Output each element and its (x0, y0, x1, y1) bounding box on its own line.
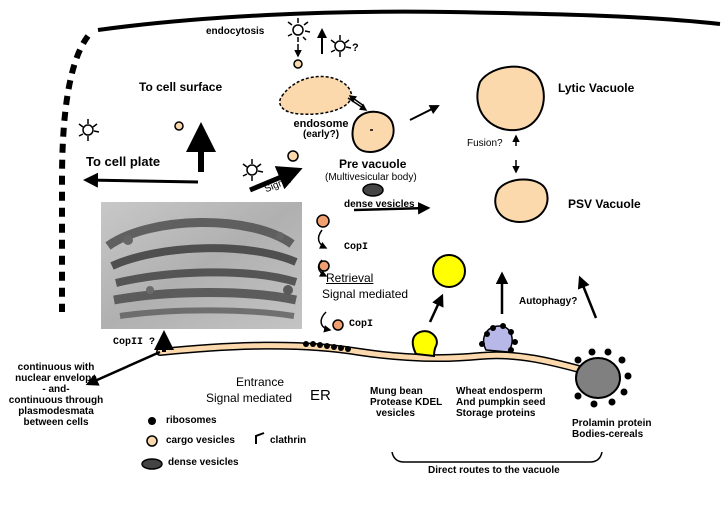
copi-vesicle-1 (316, 214, 330, 228)
direct-routes-bracket (391, 451, 603, 463)
arrow-dense-psv (353, 202, 431, 215)
copi-vesicle-3 (332, 319, 344, 331)
legend-cargo-vesicles: cargo vesicles (166, 435, 235, 446)
label-fusion: Fusion? (467, 138, 503, 149)
label-continuous-1: continuous with (17, 362, 95, 373)
legend-ribosome-icon (148, 417, 156, 425)
label-multivesicular-body: (Multivesicular body) (325, 172, 417, 183)
clathrin-vesicle-right (330, 35, 352, 57)
label-retrieval-signal: Signal mediated (322, 287, 409, 301)
label-copi-top: CopI (344, 242, 369, 253)
er-ribosomes (303, 341, 351, 352)
cargo-vesicle-signal (287, 150, 299, 162)
legend-cargo-icon (146, 435, 158, 447)
label-wheat-1: Wheat endosperm (456, 386, 543, 397)
label-prolamin-block: Prolamin protein Bodies-cereals (572, 418, 651, 440)
mungbean-bud (411, 330, 438, 358)
label-entrance-signal: Signal mediated (206, 391, 293, 405)
arrow-signal (249, 166, 303, 193)
arrow-continuous (85, 350, 161, 386)
label-retrieval: Retrieval (326, 271, 374, 285)
legend-dense-icon (141, 458, 163, 470)
legend-clathrin: clathrin (270, 435, 307, 446)
prolamin-body (574, 348, 632, 408)
endosome-shape (279, 75, 353, 115)
label-wheat-2: And pumpkin seed (456, 397, 546, 408)
label-endosome-early: (early?) (302, 129, 340, 140)
clathrin-vesicle-signal (242, 159, 264, 181)
clathrin-vesicle-top (287, 18, 311, 42)
label-continuous-5: plasmodesmata (18, 406, 94, 417)
label-continuous-block: continuous with nuclear envelope - and- … (6, 362, 106, 428)
golgi-micrograph (101, 202, 302, 329)
psv-vacuole-shape (494, 178, 549, 224)
cargo-vesicle-endocytosis (293, 59, 303, 69)
plasma-membrane (97, 9, 721, 32)
label-prolamin-1: Prolamin protein (572, 418, 652, 429)
label-entrance: Entrance (235, 375, 285, 389)
pre-vacuole-shape (351, 110, 395, 154)
label-dense-vesicles: dense vesicles (344, 199, 415, 210)
label-mungbean-block: Mung bean Protease KDEL vesicles (370, 386, 442, 419)
cell-plate-dashed (59, 34, 91, 312)
yellow-vesicle (432, 254, 466, 288)
arrow-endosome-prevac-a (347, 97, 368, 111)
legend-clathrin-icon (255, 432, 265, 444)
label-to-cell-plate: To cell plate (86, 154, 161, 169)
label-mungbean-1: Mung bean (370, 386, 423, 397)
label-copi-bottom: CopI (349, 319, 374, 330)
label-direct-routes: Direct routes to the vacuole (428, 465, 560, 476)
dense-vesicle (362, 183, 384, 197)
label-continuous-4: continuous through (8, 395, 104, 406)
label-psv-vacuole: PSV Vacuole (568, 197, 641, 211)
clathrin-vesicle-left (78, 119, 100, 141)
label-endosome: endosome (293, 118, 349, 130)
legend-dense-vesicles: dense vesicles (168, 457, 239, 468)
arrow-autophagy (577, 275, 598, 319)
label-to-cell-surface: To cell surface (139, 80, 223, 94)
arrow-copi-2 (317, 259, 328, 277)
cargo-vesicle-surface (174, 121, 184, 131)
arrow-copi-1 (317, 229, 328, 249)
label-continuous-2: nuclear envelope (15, 373, 97, 384)
label-question-mark: ? (352, 42, 359, 54)
label-autophagy: Autophagy? (519, 296, 578, 307)
label-mungbean-2: Protease KDEL (370, 397, 443, 408)
lytic-vacuole-shape (476, 65, 545, 132)
label-wheat-3: Storage proteins (456, 408, 536, 419)
label-pre-vacuole: Pre vacuole (339, 157, 407, 171)
label-er: ER (310, 387, 331, 404)
label-continuous-3: - and- (42, 384, 70, 395)
label-lytic-vacuole: Lytic Vacuole (558, 81, 635, 95)
label-mungbean-3: vesicles (376, 408, 415, 419)
arrow-to-cell-plate (83, 172, 199, 188)
pumpkin-bud (479, 323, 518, 353)
arrow-endosome-prevac-b (348, 95, 365, 107)
arrow-prevac-lytic (409, 105, 440, 121)
label-wheat-block: Wheat endosperm And pumpkin seed Storage… (456, 386, 545, 419)
label-prolamin-2: Bodies-cereals (572, 429, 644, 440)
arrow-copi-3 (320, 311, 332, 333)
label-endocytosis: endocytosis (206, 26, 265, 37)
label-continuous-6: between cells (23, 417, 89, 428)
arrow-mungbean-up (428, 293, 444, 323)
legend-ribosomes: ribosomes (166, 415, 217, 426)
label-copii: CopII ? (113, 337, 156, 348)
